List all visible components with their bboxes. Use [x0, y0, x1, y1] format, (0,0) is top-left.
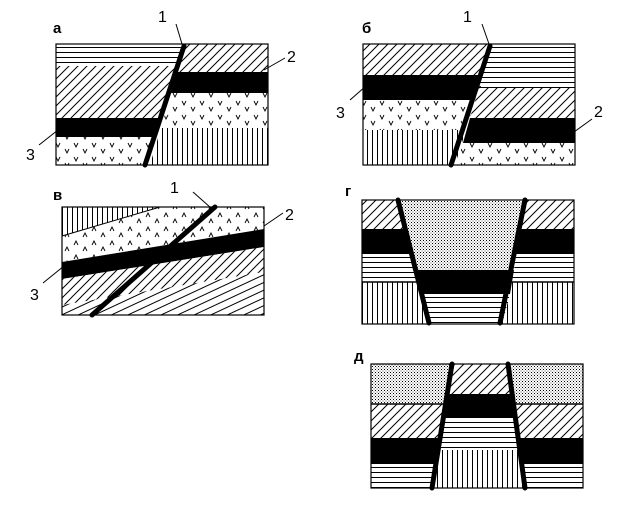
layer-vstripe	[363, 130, 466, 165]
graben-dotted	[399, 200, 524, 270]
layer-black	[463, 118, 575, 143]
panel-a: а 1 2 3	[26, 9, 296, 168]
callout-number: 3	[26, 147, 35, 164]
layer-vee	[56, 137, 155, 165]
fault-line	[497, 197, 528, 326]
panel-label: в	[53, 187, 62, 204]
horst-black	[442, 394, 517, 418]
callout-number: 1	[170, 180, 179, 197]
panel-b: б 1 3 2	[336, 9, 603, 168]
horst-vstripe	[433, 450, 524, 488]
layer-caret	[62, 207, 264, 262]
callout-number: 2	[594, 104, 603, 121]
fault-line	[448, 43, 493, 168]
layer-vstripe	[150, 128, 268, 165]
layer-vee	[456, 143, 575, 165]
layer-stripes	[479, 44, 575, 88]
panel-label: а	[53, 20, 62, 37]
layer-vee	[363, 100, 475, 130]
graben-black	[416, 270, 514, 294]
callout-number: 3	[336, 105, 345, 122]
panel-label: г	[345, 183, 351, 200]
fault-line	[142, 43, 187, 168]
layer-diagonal	[62, 247, 264, 305]
layer-diagonal	[470, 88, 575, 118]
callout-number: 1	[158, 9, 167, 26]
layer-black	[56, 118, 161, 137]
horst-stripes	[438, 418, 520, 450]
horst-diagonal	[446, 364, 514, 394]
layer-stripes	[56, 44, 182, 66]
layer-diag-stripe	[62, 272, 264, 315]
panel-label: б	[362, 20, 371, 37]
layer-vee	[161, 93, 268, 128]
fault-line	[395, 197, 432, 326]
layer-diagonal	[363, 44, 489, 75]
layer-diagonal	[56, 66, 176, 118]
callout-number: 1	[463, 9, 472, 26]
callout-number: 2	[287, 49, 296, 66]
panel-g: г	[345, 183, 575, 326]
layer-diagonal	[177, 44, 268, 72]
callout-number: 3	[30, 287, 39, 304]
panel-d: д	[354, 348, 584, 491]
panel-label: д	[354, 348, 364, 365]
fault-line	[89, 204, 218, 318]
graben-stripes	[421, 294, 510, 324]
fault-line	[505, 361, 528, 491]
layer-black	[171, 72, 268, 93]
fault-line	[429, 361, 455, 491]
panel-v: в 1 2 3	[30, 180, 294, 318]
callout-number: 2	[285, 207, 294, 224]
